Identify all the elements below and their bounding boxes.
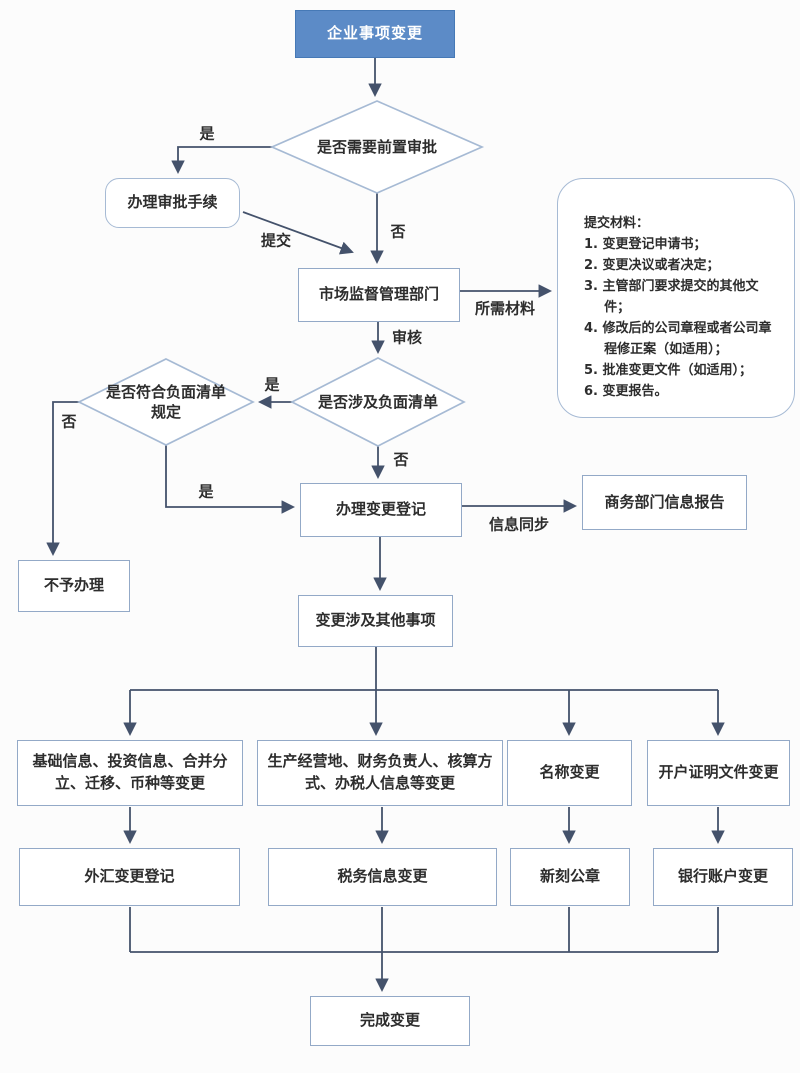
materials-item: 4. 修改后的公司章程或者公司章程修正案（如适用）； (584, 321, 772, 357)
edge-label-no-comply: 否 (61, 412, 77, 431)
new-seal-label: 新刻公章 (539, 867, 600, 886)
forex-registration-label: 外汇变更登记 (84, 867, 175, 886)
approval-procedure-label: 办理审批手续 (127, 193, 218, 212)
change-registration-label: 办理变更登记 (335, 500, 426, 519)
tax-info-node: 税务信息变更 (268, 848, 497, 906)
bank-account-label: 银行账户变更 (677, 867, 768, 886)
finish-node: 完成变更 (310, 996, 470, 1046)
decision-negative-list-label: 是否涉及负面清单 (317, 392, 439, 411)
approval-procedure-node: 办理审批手续 (105, 178, 240, 228)
change-registration-node: 办理变更登记 (300, 483, 462, 537)
materials-note: 提交材料： 1. 变更登记申请书； 2. 变更决议或者决定； 3. 主管部门要求… (557, 178, 795, 418)
branch-name-change-label: 名称变更 (539, 763, 600, 782)
market-supervision-node: 市场监督管理部门 (298, 268, 460, 322)
edge-label-review: 审核 (391, 328, 423, 347)
branch-account-cert-label: 开户证明文件变更 (658, 763, 779, 782)
no-processing-node: 不予办理 (18, 560, 130, 612)
arrow-yes-to-registration (165, 445, 296, 514)
start-node: 企业事项变更 (295, 10, 455, 58)
edge-label-yes-pre: 是 (199, 124, 215, 143)
decision-negative-compliance-label: 是否符合负面清单规定 (105, 382, 226, 421)
commerce-report-label: 商务部门信息报告 (604, 492, 725, 511)
branch-production-label: 生产经营地、财务负责人、核算方式、办税人信息等变更 (267, 752, 493, 792)
edge-label-submit: 提交 (260, 231, 292, 250)
branch-account-cert-node: 开户证明文件变更 (647, 740, 790, 806)
other-matters-node: 变更涉及其他事项 (298, 595, 453, 647)
other-matters-label: 变更涉及其他事项 (315, 611, 436, 630)
branch-basic-info-node: 基础信息、投资信息、合并分立、迁移、币种等变更 (17, 740, 243, 806)
commerce-report-node: 商务部门信息报告 (582, 475, 747, 530)
materials-item: 2. 变更决议或者决定； (584, 258, 720, 273)
no-processing-label: 不予办理 (43, 576, 104, 595)
market-supervision-label: 市场监督管理部门 (318, 285, 439, 304)
materials-item: 1. 变更登记申请书； (584, 237, 707, 252)
edge-label-no-involve: 否 (393, 450, 409, 469)
materials-item: 6. 变更报告。 (584, 384, 668, 399)
materials-title: 提交材料： (584, 216, 650, 231)
edge-label-no-pre: 否 (390, 222, 406, 241)
arrow-yes-to-approval (171, 146, 272, 175)
new-seal-node: 新刻公章 (510, 848, 630, 906)
tax-info-label: 税务信息变更 (337, 867, 428, 886)
branch-production-node: 生产经营地、财务负责人、核算方式、办税人信息等变更 (257, 740, 503, 806)
edge-label-yes-comply: 是 (198, 482, 214, 501)
bank-account-node: 银行账户变更 (653, 848, 793, 906)
decision-pre-approval-label: 是否需要前置审批 (316, 137, 438, 156)
finish-label: 完成变更 (359, 1011, 420, 1030)
materials-item: 5. 批准变更文件（如适用）； (584, 363, 753, 378)
edge-label-yes-involve: 是 (264, 375, 280, 394)
edge-label-required-materials: 所需材料 (474, 299, 536, 318)
branch-basic-info-label: 基础信息、投资信息、合并分立、迁移、币种等变更 (32, 752, 228, 792)
branch-name-change-node: 名称变更 (507, 740, 632, 806)
forex-registration-node: 外汇变更登记 (19, 848, 240, 906)
start-node-label: 企业事项变更 (326, 24, 423, 43)
materials-item: 3. 主管部门要求提交的其他文件； (584, 279, 759, 315)
edge-label-info-sync: 信息同步 (488, 515, 550, 534)
materials-list: 1. 变更登记申请书； 2. 变更决议或者决定； 3. 主管部门要求提交的其他文… (584, 234, 772, 402)
arrow-submit-diagonal (242, 211, 354, 255)
